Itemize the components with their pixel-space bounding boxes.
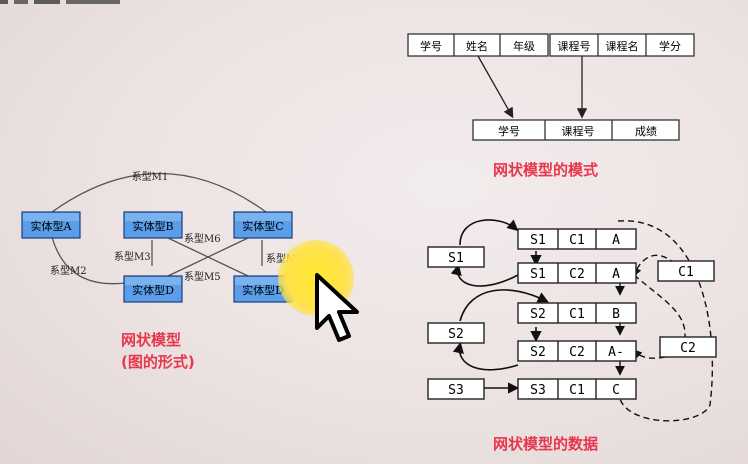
chain-s1-arrow bbox=[459, 219, 519, 246]
chain-s2-arrow bbox=[459, 289, 549, 322]
schema-diagram: 学号 姓名 年级 课程号 课程名 学分 学号 课程号 成绩 bbox=[407, 33, 695, 141]
schema-field-grade: 年级 bbox=[513, 39, 535, 53]
entity-a-label: 实体型A bbox=[31, 219, 73, 233]
network-graph: 实体型A 实体型B 实体型C 实体型D 实体型D 系型M1 系型M2 系型M3 … bbox=[21, 170, 303, 303]
link-m3-label: 系型M3 bbox=[114, 250, 151, 263]
network-data-diagram: S1 S2 S3 C1 C2 S1 C1 A S1 C2 A S2 C1 bbox=[427, 219, 717, 422]
student-box-s2: S2 bbox=[427, 322, 485, 344]
enroll-row-2-cno: C2 bbox=[569, 267, 585, 282]
graph-caption-line2: (图的形式) bbox=[121, 353, 195, 371]
mouse-pointer-icon bbox=[315, 273, 359, 342]
enroll-row-2: S1 C2 A bbox=[517, 262, 637, 284]
enroll-field-cno: 课程号 bbox=[562, 125, 595, 138]
enroll-row-4: S2 C2 A- bbox=[517, 340, 637, 362]
graph-caption-line1: 网状模型 bbox=[121, 331, 182, 349]
data-caption: 网状模型的数据 bbox=[493, 435, 599, 453]
student-label-s2: S2 bbox=[448, 327, 464, 342]
enroll-row-1-score: A bbox=[612, 233, 620, 248]
enroll-row-3-score: B bbox=[612, 307, 620, 322]
student-box-s3: S3 bbox=[427, 378, 485, 400]
enroll-row-5-score: C bbox=[612, 383, 620, 398]
course-box-c1: C1 bbox=[657, 260, 715, 282]
entity-b-label: 实体型B bbox=[132, 219, 173, 233]
schema-field-sno: 学号 bbox=[420, 39, 442, 53]
course-label-c1: C1 bbox=[678, 265, 694, 280]
schema-arrow-sno bbox=[477, 55, 514, 119]
entity-d1-box: 实体型D bbox=[123, 275, 183, 303]
enroll-row-5-cno: C1 bbox=[569, 383, 585, 398]
enroll-row-2-score: A bbox=[612, 267, 620, 282]
entity-b-box: 实体型B bbox=[123, 211, 183, 239]
schema-field-cno: 课程号 bbox=[558, 40, 591, 53]
enroll-row-5-sno: S3 bbox=[530, 383, 546, 398]
link-m6-label: 系型M6 bbox=[184, 232, 221, 245]
course-box-c2: C2 bbox=[659, 336, 717, 358]
course-label-c2: C2 bbox=[680, 341, 696, 356]
link-m2-label: 系型M2 bbox=[50, 264, 87, 277]
chain-s2-back bbox=[452, 341, 519, 371]
enroll-row-3-cno: C1 bbox=[569, 307, 585, 322]
link-cross-2 bbox=[167, 237, 249, 277]
enroll-field-sno: 学号 bbox=[498, 124, 520, 138]
schema-field-cname: 课程名 bbox=[606, 39, 639, 53]
entity-c-label: 实体型C bbox=[242, 219, 283, 233]
enroll-row-3-sno: S2 bbox=[530, 307, 546, 322]
link-m1-arc bbox=[51, 172, 267, 213]
chain-c1-link bbox=[632, 254, 683, 278]
entity-a-box: 实体型A bbox=[21, 211, 81, 239]
student-label-s3: S3 bbox=[448, 383, 464, 398]
enroll-row-4-score: A- bbox=[608, 345, 624, 360]
schema-field-name: 姓名 bbox=[466, 39, 488, 53]
student-box-s1: S1 bbox=[427, 246, 485, 268]
enroll-field-score: 成绩 bbox=[635, 125, 657, 138]
entity-d1-label: 实体型D bbox=[132, 283, 174, 297]
entity-c-box: 实体型C bbox=[233, 211, 293, 239]
enroll-row-1-sno: S1 bbox=[530, 233, 546, 248]
cropped-header-text bbox=[0, 0, 200, 4]
chain-s1-back bbox=[450, 263, 519, 287]
student-label-s1: S1 bbox=[448, 251, 464, 266]
link-m5-label: 系型M5 bbox=[184, 270, 221, 283]
link-m1-label: 系型M1 bbox=[132, 170, 169, 183]
enroll-row-4-cno: C2 bbox=[569, 345, 585, 360]
enrollment-schema-table: 学号 课程号 成绩 bbox=[472, 119, 680, 141]
enroll-row-1: S1 C1 A bbox=[517, 228, 637, 250]
enroll-row-5: S3 C1 C bbox=[517, 378, 637, 400]
student-schema-table: 学号 姓名 年级 bbox=[407, 33, 549, 57]
enroll-row-4-sno: S2 bbox=[530, 345, 546, 360]
course-schema-table: 课程号 课程名 学分 bbox=[549, 33, 695, 57]
enroll-row-3: S2 C1 B bbox=[517, 302, 637, 324]
schema-field-credit: 学分 bbox=[659, 39, 681, 53]
entity-d2-label: 实体型D bbox=[242, 283, 284, 297]
schema-caption: 网状模型的模式 bbox=[493, 161, 599, 179]
chain-c1-dashed bbox=[617, 220, 714, 422]
enroll-row-2-sno: S1 bbox=[530, 267, 546, 282]
chain-c2-dashed bbox=[633, 274, 686, 346]
enroll-row-1-cno: C1 bbox=[569, 233, 585, 248]
